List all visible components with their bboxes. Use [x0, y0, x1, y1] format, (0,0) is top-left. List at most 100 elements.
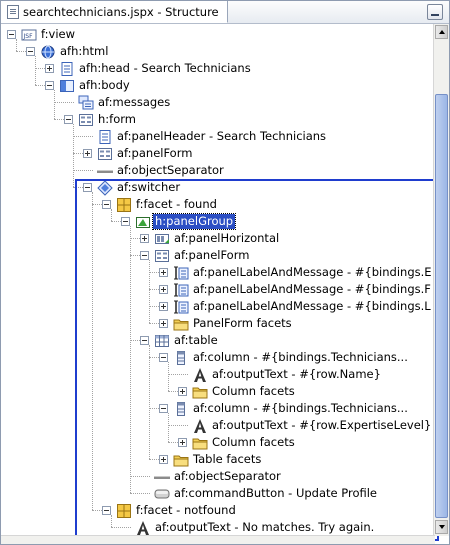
tree-connector: [73, 136, 93, 137]
collapse-toggle-minus-icon[interactable]: [121, 217, 130, 226]
tree-node[interactable]: af:panelForm: [1, 247, 431, 264]
expand-toggle-plus-icon[interactable]: [178, 438, 187, 447]
tree-node[interactable]: af:column - #{bindings.Technicians...: [1, 400, 431, 417]
tree-connector: [130, 238, 140, 239]
tree-node[interactable]: af:outputText - #{row.Name}: [1, 366, 431, 383]
switcher-icon: [97, 180, 113, 196]
tree-connector: [149, 306, 159, 307]
output-text-icon: [192, 367, 208, 383]
tree-node[interactable]: Table facets: [1, 451, 431, 468]
tree-node[interactable]: Column facets: [1, 434, 431, 451]
tree-node[interactable]: af:panelHorizontal: [1, 230, 431, 247]
expand-toggle-plus-icon[interactable]: [159, 319, 168, 328]
tree-node[interactable]: af:panelLabelAndMessage - #{bindings.Ema…: [1, 264, 431, 281]
tree-node[interactable]: af:outputText - No matches. Try again.: [1, 519, 431, 536]
collapse-toggle-minus-icon[interactable]: [159, 353, 168, 362]
tree-connector: [149, 345, 150, 459]
horizontal-scrollbar[interactable]: [1, 535, 435, 544]
tree-connector: [168, 362, 169, 391]
tree-connector: [73, 153, 83, 154]
tree-connector: [130, 476, 150, 477]
tree-node[interactable]: afh:body: [1, 77, 431, 94]
tab-title: searchtechnicians.jspx - Structure: [23, 4, 219, 19]
expand-toggle-plus-icon[interactable]: [159, 302, 168, 311]
table-icon: [154, 333, 170, 349]
tree-connector: [130, 226, 131, 493]
tree-node-label: Column facets: [212, 435, 295, 449]
tree-connector: [149, 323, 159, 324]
collapse-toggle-minus-icon[interactable]: [102, 506, 111, 515]
panelgroup-icon: [135, 214, 151, 230]
tree-connector: [130, 340, 140, 341]
tree-node[interactable]: afh:html: [1, 43, 431, 60]
tree-node[interactable]: af:objectSeparator: [1, 468, 431, 485]
tree-node[interactable]: af:column - #{bindings.Technicians...: [1, 349, 431, 366]
tree-node[interactable]: af:panelForm: [1, 145, 431, 162]
minimize-button[interactable]: [427, 4, 443, 20]
tree-node[interactable]: f:facet - notfound: [1, 502, 431, 519]
collapse-toggle-minus-icon[interactable]: [45, 81, 54, 90]
tree-node[interactable]: afh:head - Search Technicians: [1, 60, 431, 77]
tree-node[interactable]: af:objectSeparator: [1, 162, 431, 179]
vertical-scrollbar[interactable]: [433, 24, 449, 536]
collapse-toggle-minus-icon[interactable]: [83, 183, 92, 192]
tree-node[interactable]: h:form: [1, 111, 431, 128]
tree-node[interactable]: af:panelLabelAndMessage - #{bindings.Las…: [1, 298, 431, 315]
tree-node[interactable]: af:commandButton - Update Profile: [1, 485, 431, 502]
tree-connector: [168, 442, 178, 443]
separator-icon: [97, 163, 113, 179]
collapse-toggle-minus-icon[interactable]: [64, 115, 73, 124]
output-text-icon: [192, 418, 208, 434]
tab-structure[interactable]: searchtechnicians.jspx - Structure: [1, 1, 228, 23]
collapse-toggle-minus-icon[interactable]: [26, 47, 35, 56]
tree-connector: [130, 255, 140, 256]
tree-node[interactable]: h:panelGroup: [1, 213, 431, 230]
tree-node[interactable]: af:outputText - #{row.ExpertiseLevel}: [1, 417, 431, 434]
tree-node-label: Table facets: [193, 452, 262, 466]
tree-node-label: afh:head - Search Technicians: [79, 61, 251, 75]
scroll-thumb[interactable]: [435, 94, 448, 518]
tree-node-label: af:panelLabelAndMessage - #{bindings.Fir…: [193, 282, 431, 296]
output-text-icon: [135, 520, 151, 536]
scroll-up-button[interactable]: [435, 25, 448, 39]
collapse-toggle-minus-icon[interactable]: [159, 404, 168, 413]
tree-node[interactable]: af:panelLabelAndMessage - #{bindings.Fir…: [1, 281, 431, 298]
expand-toggle-plus-icon[interactable]: [178, 387, 187, 396]
expand-toggle-plus-icon[interactable]: [159, 455, 168, 464]
tree-connector: [73, 170, 93, 171]
tree-node-label: af:outputText - No matches. Try again.: [155, 520, 375, 534]
tree-node-label: afh:html: [60, 44, 109, 58]
collapse-toggle-minus-icon[interactable]: [102, 200, 111, 209]
tree-node[interactable]: Column facets: [1, 383, 431, 400]
facet-icon: [116, 197, 132, 213]
tree-connector: [149, 357, 159, 358]
annotation-highlight-box: [75, 179, 439, 541]
expand-toggle-plus-icon[interactable]: [45, 64, 54, 73]
file-icon: [7, 4, 19, 19]
expand-toggle-plus-icon[interactable]: [159, 268, 168, 277]
tree-node[interactable]: af:messages: [1, 94, 431, 111]
collapse-toggle-minus-icon[interactable]: [140, 336, 149, 345]
title-bar: searchtechnicians.jspx - Structure: [1, 1, 449, 24]
collapse-toggle-minus-icon[interactable]: [7, 30, 16, 39]
scroll-down-button[interactable]: [435, 520, 448, 534]
tree-node-label: af:table: [174, 333, 218, 347]
collapse-toggle-minus-icon[interactable]: [140, 251, 149, 260]
panel-icon: [59, 78, 75, 94]
tree-connector: [130, 493, 150, 494]
tree-node[interactable]: af:switcher: [1, 179, 431, 196]
folder-icon: [173, 452, 189, 468]
tree-node[interactable]: PanelForm facets: [1, 315, 431, 332]
tree-connector: [73, 187, 83, 188]
tree-node[interactable]: f:facet - found: [1, 196, 431, 213]
tree-node[interactable]: af:table: [1, 332, 431, 349]
expand-toggle-plus-icon[interactable]: [140, 234, 149, 243]
expand-toggle-plus-icon[interactable]: [83, 149, 92, 158]
tree-node-label: af:objectSeparator: [117, 163, 224, 177]
facet-icon: [116, 503, 132, 519]
tree-node[interactable]: af:panelHeader - Search Technicians: [1, 128, 431, 145]
expand-toggle-plus-icon[interactable]: [159, 285, 168, 294]
tree-node-label: afh:body: [79, 78, 130, 92]
tree-connector: [54, 119, 64, 120]
